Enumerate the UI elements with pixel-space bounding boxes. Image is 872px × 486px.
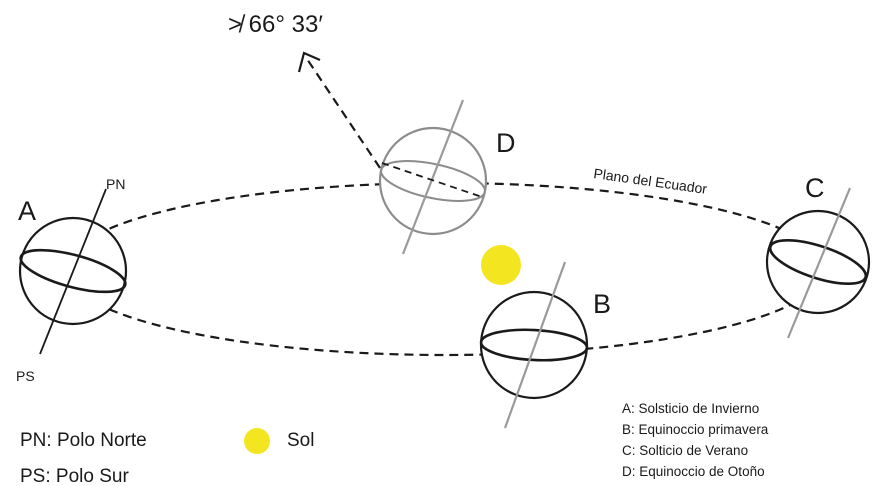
label-d: D — [496, 128, 516, 158]
key-a: A: Solsticio de Invierno — [622, 401, 759, 416]
legend-south-pole: PS: Polo Sur — [20, 466, 129, 486]
axis-inclination-arrow — [305, 56, 380, 168]
sun — [481, 245, 521, 285]
label-b: B — [593, 289, 611, 319]
angle-label: ≯ 66° 33′ — [228, 11, 323, 38]
legend-sun: Sol — [287, 430, 314, 451]
globe-b — [480, 262, 587, 428]
label-pn: PN — [106, 176, 125, 192]
label-c: C — [805, 173, 825, 203]
key-c: C: Solticio de Verano — [622, 443, 748, 458]
plane-label: Plano del Ecuador — [593, 165, 709, 197]
globe-d — [378, 100, 489, 254]
legend-north-pole: PN: Polo Norte — [20, 430, 147, 451]
label-ps: PS — [16, 368, 35, 384]
key-d: D: Equinoccio de Otoño — [622, 464, 765, 479]
label-a: A — [18, 196, 36, 226]
legend-sun-swatch — [244, 428, 270, 454]
key-b: B: Equinoccio primavera — [622, 422, 769, 437]
globe-c — [766, 188, 871, 338]
